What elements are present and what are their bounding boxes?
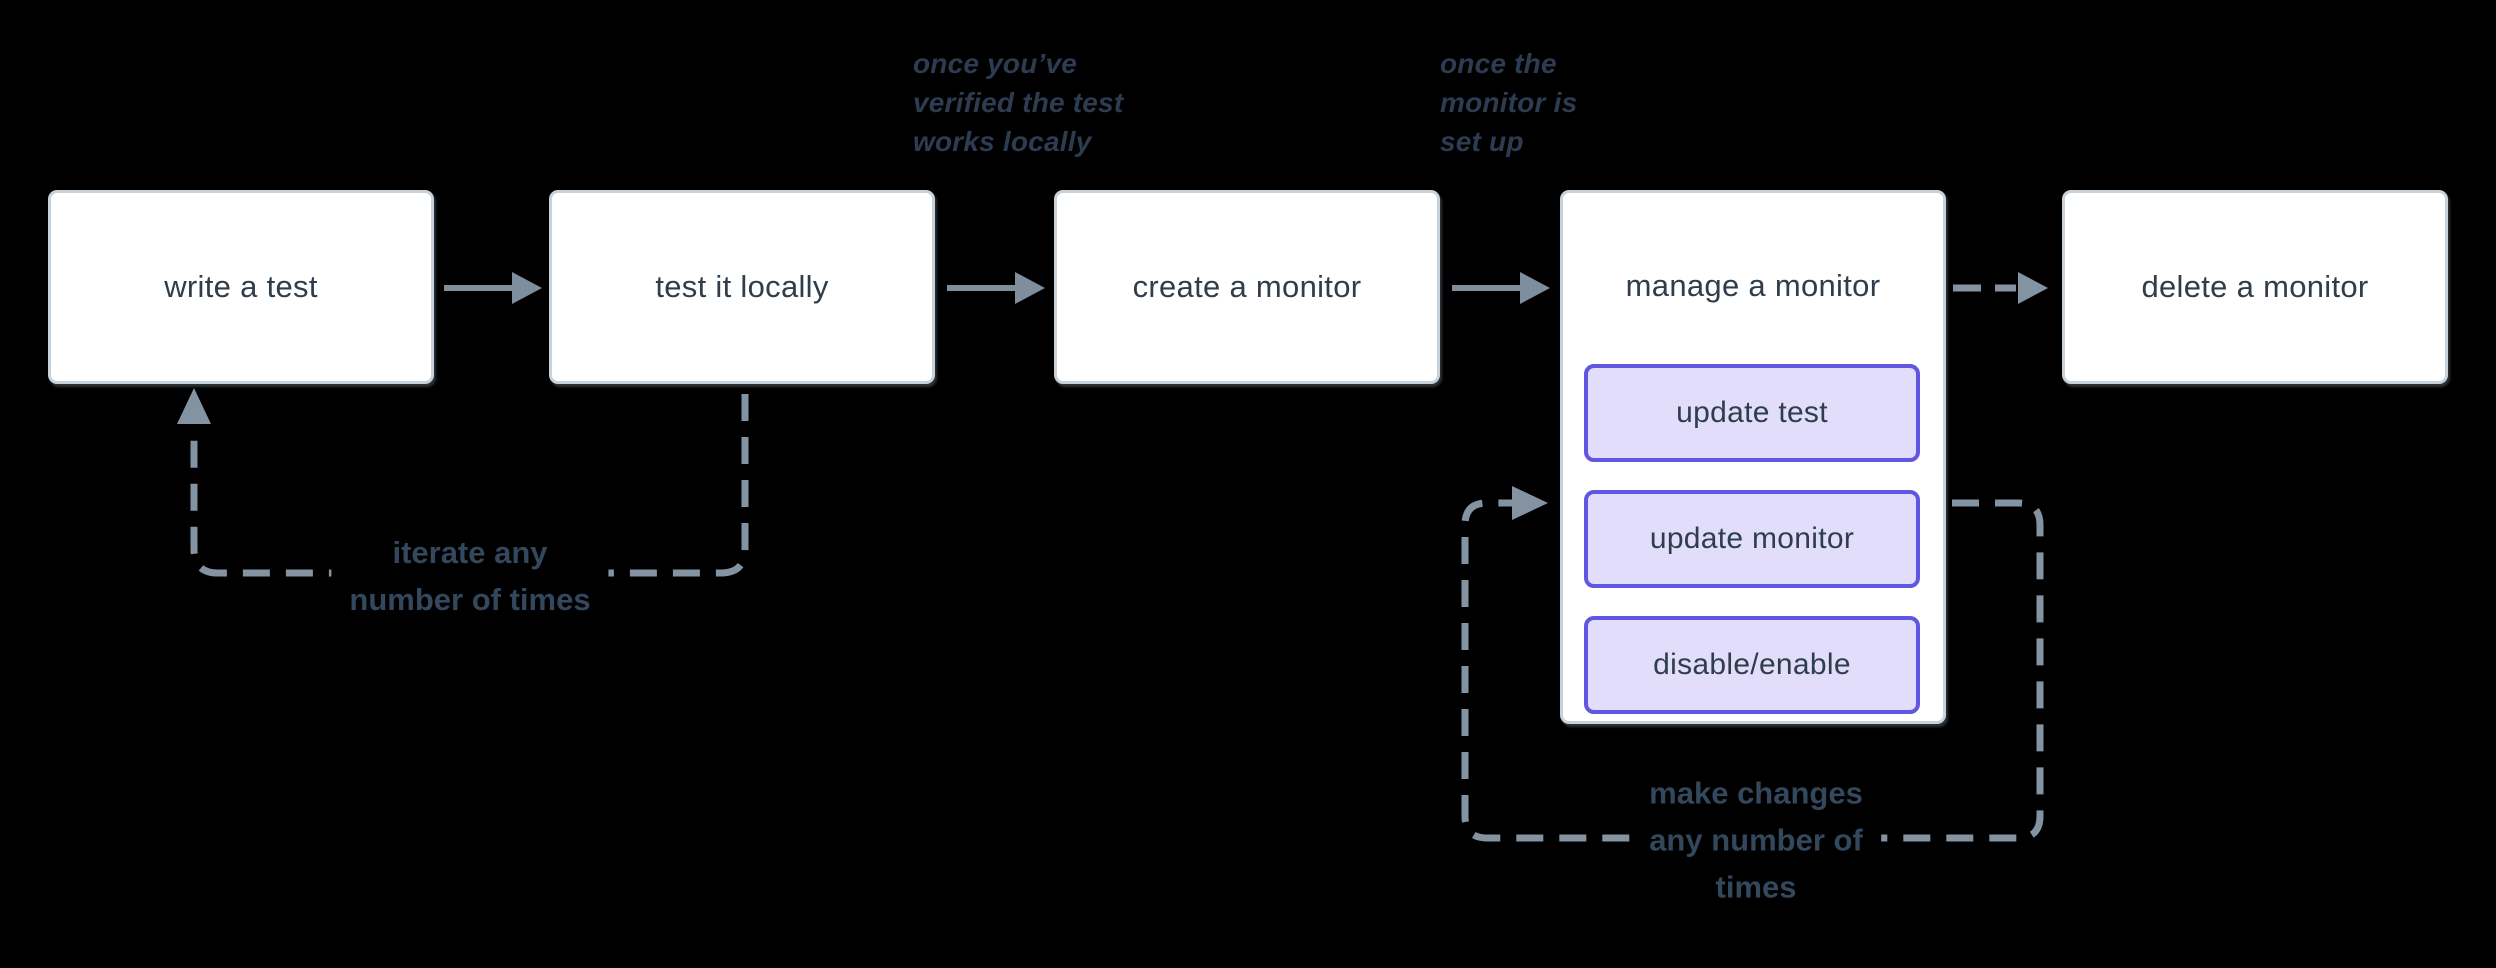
loop-label-line: any number of xyxy=(1649,822,1863,858)
loop-label-line: times xyxy=(1715,869,1797,905)
node-label: test it locally xyxy=(655,269,829,304)
loop-label-iterate: iterate any number of times xyxy=(331,527,609,625)
annotation-line: once the xyxy=(1440,48,1557,79)
loop-label-line: iterate any xyxy=(392,535,548,570)
annotation-line: verified the test xyxy=(913,87,1124,118)
node-write-a-test: write a test xyxy=(48,190,434,384)
node-label: manage a monitor xyxy=(1625,268,1881,303)
annotation-line: set up xyxy=(1440,126,1524,157)
node-title: manage a monitor xyxy=(1563,268,1943,304)
annotation-line: monitor is xyxy=(1440,87,1578,118)
arrow-write-to-test xyxy=(444,272,542,304)
arrow-manage-to-delete xyxy=(1953,272,2048,304)
subnode-label: update monitor xyxy=(1649,522,1855,555)
node-label: write a test xyxy=(164,269,318,304)
arrow-create-to-manage xyxy=(1452,272,1550,304)
node-label: delete a monitor xyxy=(2141,269,2369,304)
annotation-line: once you’ve xyxy=(913,48,1078,79)
subnode-update-test: update test xyxy=(1584,364,1920,462)
annotation-monitor-set-up: once the monitor is set up xyxy=(1440,44,1577,161)
annotation-verified-locally: once you’ve verified the test works loca… xyxy=(913,44,1123,161)
subnode-update-monitor: update monitor xyxy=(1584,490,1920,588)
node-test-it-locally: test it locally xyxy=(549,190,935,384)
arrow-test-to-create xyxy=(947,272,1045,304)
node-label: create a monitor xyxy=(1132,269,1362,304)
loop-label-make-changes: make changes any number of times xyxy=(1631,767,1881,913)
loop-label-line: make changes xyxy=(1649,775,1863,811)
node-create-a-monitor: create a monitor xyxy=(1054,190,1440,384)
loop-label-line: number of times xyxy=(349,582,591,617)
subnode-label: update test xyxy=(1676,396,1828,429)
subnode-label: disable/enable xyxy=(1653,648,1851,681)
annotation-line: works locally xyxy=(913,126,1092,157)
node-delete-a-monitor: delete a monitor xyxy=(2062,190,2448,384)
node-manage-a-monitor: manage a monitor update test update moni… xyxy=(1560,190,1946,724)
subnode-disable-enable: disable/enable xyxy=(1584,616,1920,714)
